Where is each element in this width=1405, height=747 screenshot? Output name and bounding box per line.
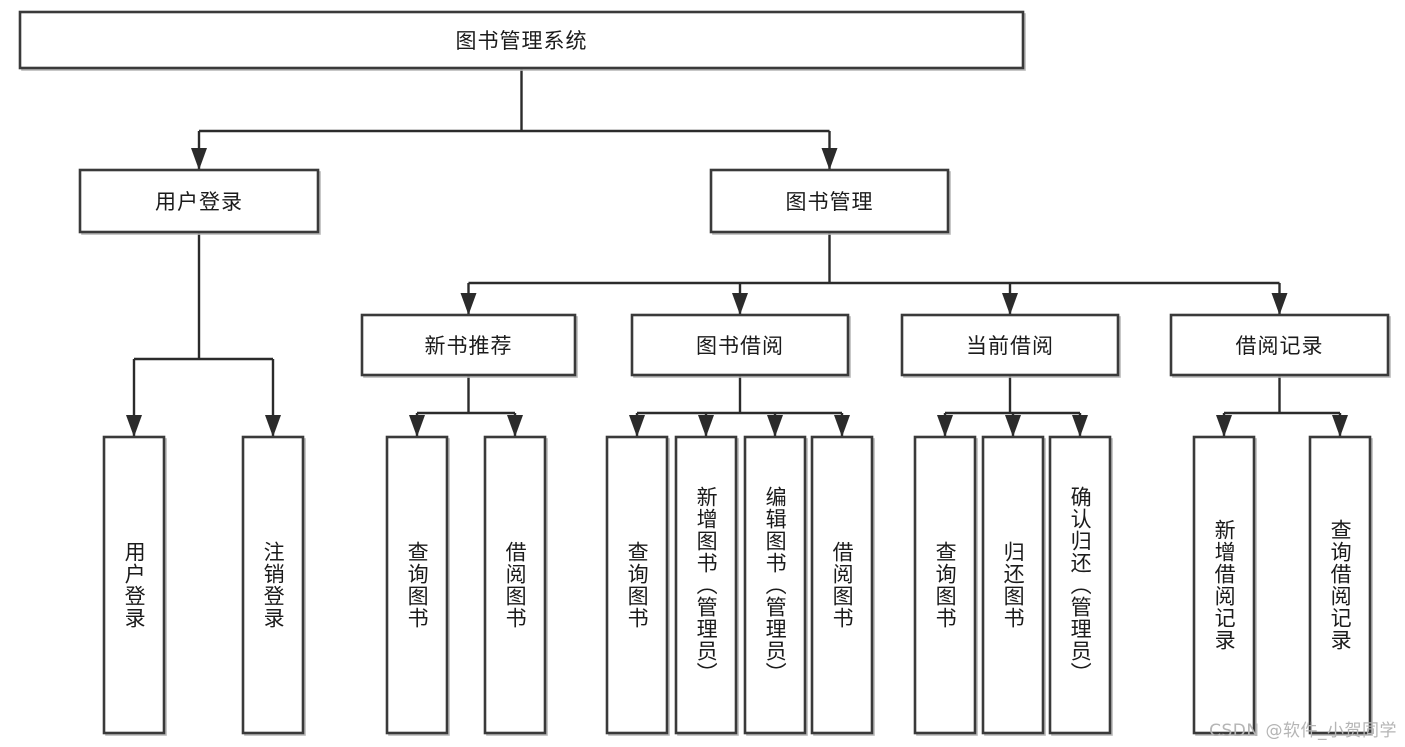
node-user-login[interactable]	[78, 168, 321, 235]
edges-layer	[126, 68, 1348, 437]
node-leaf-add-borrow-record[interactable]	[1192, 435, 1257, 736]
node-leaf-borrow-book[interactable]	[810, 435, 875, 736]
node-book-manage[interactable]	[709, 168, 951, 235]
node-book-borrow[interactable]	[630, 313, 851, 378]
boxes-layer	[18, 10, 1391, 736]
node-leaf-query-borrow-record[interactable]	[1308, 435, 1373, 736]
node-leaf-add-book-admin[interactable]	[674, 435, 739, 736]
node-leaf-query-book-cur[interactable]	[913, 435, 978, 736]
node-leaf-confirm-return-admin[interactable]	[1048, 435, 1113, 736]
node-leaf-logout[interactable]	[241, 435, 306, 736]
node-leaf-query-book-borrow[interactable]	[605, 435, 670, 736]
node-leaf-return-book[interactable]	[981, 435, 1046, 736]
node-borrow-record[interactable]	[1169, 313, 1391, 378]
edge-group-book-borrow	[629, 375, 850, 437]
edge-group-borrow-record	[1216, 375, 1348, 437]
edge-group-root	[191, 68, 838, 170]
watermark-text: CSDN @软件_小贺同学	[1209, 721, 1397, 741]
node-leaf-edit-book-admin[interactable]	[743, 435, 808, 736]
node-current-borrow[interactable]	[900, 313, 1121, 378]
node-leaf-user-login[interactable]	[102, 435, 167, 736]
node-leaf-query-book-rec[interactable]	[385, 435, 450, 736]
edge-group-current-borrow	[937, 375, 1088, 437]
edge-group-user-login	[126, 232, 281, 437]
node-root[interactable]	[18, 10, 1026, 71]
node-leaf-borrow-book-rec[interactable]	[483, 435, 548, 736]
edge-group-book-manage	[460, 232, 1288, 315]
edge-group-new-book-rec	[409, 375, 523, 437]
node-new-book-rec[interactable]	[360, 313, 578, 378]
